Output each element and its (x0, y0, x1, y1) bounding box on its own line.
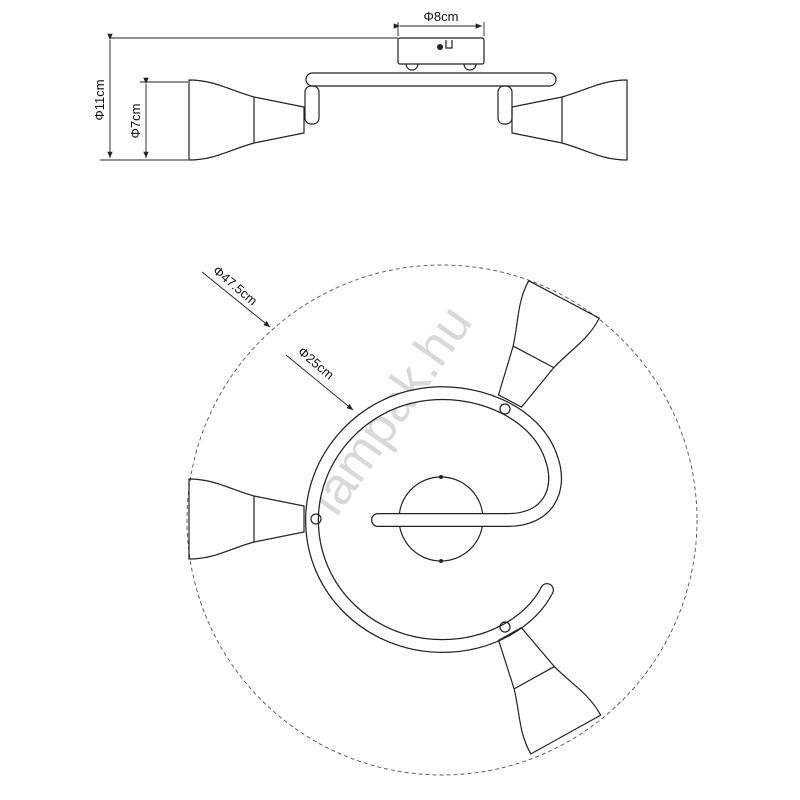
screw-icon (437, 44, 443, 50)
left-joint (304, 85, 320, 125)
left-spot-shade (188, 478, 305, 560)
outer-diameter-leader (201, 271, 271, 328)
shade-diameter-label: Φ7cm (128, 104, 143, 139)
spiral-arm-inner (306, 387, 561, 652)
bottom-lamp-joint (499, 621, 511, 633)
canopy-feet (405, 63, 477, 71)
left-lamp-joint (310, 513, 322, 525)
canopy-screw-top (439, 475, 443, 479)
bar-arm (305, 72, 557, 87)
side-view: Φ11cm Φ7cm Φ8cm (92, 9, 628, 161)
arm-diameter-label: Φ25cm (295, 344, 337, 383)
arm-diameter-leader (285, 354, 354, 411)
left-shade (188, 79, 305, 161)
top-lamp-joint (499, 403, 511, 415)
right-joint (497, 85, 513, 125)
outer-diameter-label: Φ47.5cm (210, 263, 260, 309)
canopy (397, 37, 485, 65)
canopy-slot (445, 40, 453, 49)
canopy-diameter-label: Φ8cm (424, 9, 459, 24)
outer-diameter-circle (186, 264, 698, 776)
canopy-screw-bottom (439, 559, 443, 563)
height-label: Φ11cm (92, 79, 107, 120)
right-shade (511, 79, 628, 161)
